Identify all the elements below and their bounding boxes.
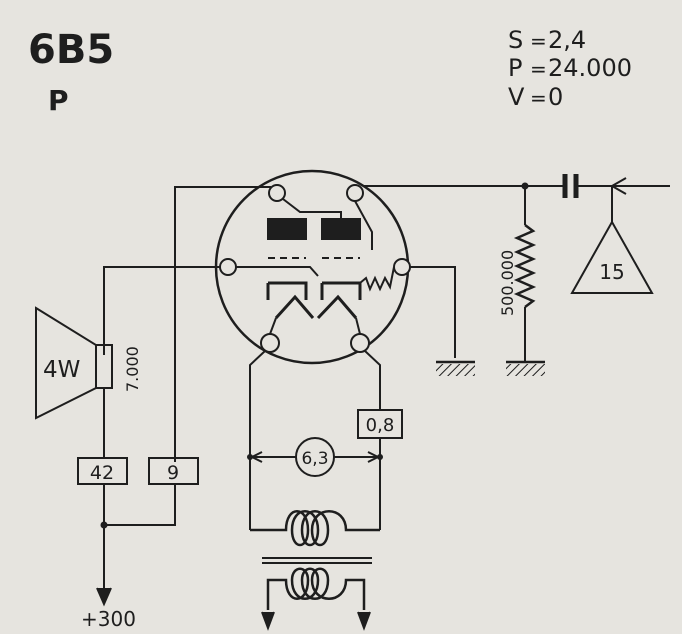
ground-hatch-2 <box>506 364 545 376</box>
pin-grid <box>346 184 364 202</box>
anode-plate-left <box>267 218 307 240</box>
transformer-primary <box>266 567 366 610</box>
param-p-value: 24.000 <box>548 54 632 82</box>
input-triangle <box>570 219 654 294</box>
ground-hatch-1 <box>436 364 475 376</box>
anode-plate-right <box>321 218 361 240</box>
param-v-name: V <box>508 83 525 111</box>
junction-voltage-left <box>247 454 253 460</box>
junction-resistor <box>521 182 529 190</box>
param-v-equals: = <box>530 86 547 110</box>
box-42-label: 42 <box>90 462 114 484</box>
heater-leads <box>269 317 361 335</box>
param-s-equals: = <box>530 29 547 53</box>
junction-supply <box>100 521 108 529</box>
box-08-label: 0,8 <box>366 415 395 436</box>
mains-arrow-right <box>357 611 371 631</box>
param-s-name: S <box>508 26 523 54</box>
pin-heater-right <box>350 333 370 353</box>
voltage-circle <box>295 437 335 477</box>
screen-supply-join <box>104 484 176 526</box>
cathode-internal-resistor <box>359 266 395 292</box>
cathode-sleeves <box>266 281 362 300</box>
tube-name: 6B5 <box>28 27 114 73</box>
param-p-equals: = <box>530 57 547 81</box>
pin-anode <box>268 184 286 202</box>
pin-cathode <box>393 258 411 276</box>
cathode-wire <box>410 266 456 358</box>
heater-filaments <box>274 294 358 320</box>
transformer-secondary <box>250 510 380 547</box>
mains-arrow-left <box>261 611 275 631</box>
box-9 <box>148 457 199 485</box>
speaker-power-label: 4W <box>43 357 80 383</box>
heater-wire-right-top <box>364 350 381 410</box>
pin-heater-left <box>260 333 280 353</box>
anode-lead <box>282 198 342 219</box>
heater-wire-left <box>249 350 266 530</box>
anode-wire <box>174 186 271 462</box>
pin-screen <box>219 258 237 276</box>
supply-arrow <box>96 587 112 607</box>
tube-type: P <box>48 84 69 117</box>
grid-leak-resistor <box>513 224 537 308</box>
parameter-list: S = 2,4 P = 24.000 V = 0 <box>508 26 632 111</box>
screen-lead <box>236 266 319 277</box>
box-42 <box>77 457 128 485</box>
param-v-value: 0 <box>548 83 563 111</box>
screen-wire <box>103 266 220 355</box>
box-9-label: 9 <box>167 462 179 484</box>
param-p-name: P <box>508 54 522 82</box>
input-level-label: 15 <box>599 260 624 284</box>
param-s-value: 2,4 <box>548 26 586 54</box>
resistor-value-label: 500.000 <box>498 250 517 316</box>
junction-dots <box>100 182 529 529</box>
speaker-impedance-label: 7.000 <box>123 346 142 392</box>
heater-voltage-label: 6,3 <box>301 449 328 469</box>
junction-voltage-right <box>377 454 383 460</box>
grid-lead <box>354 200 373 250</box>
supply-voltage-label: +300 <box>81 607 136 631</box>
